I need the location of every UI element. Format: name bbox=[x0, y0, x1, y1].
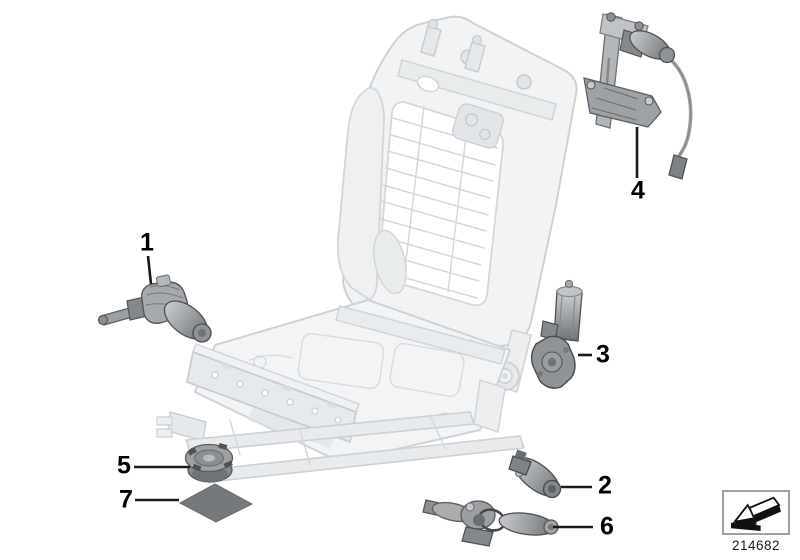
seat-frame-illustration bbox=[156, 15, 578, 483]
callout-7[interactable]: 7 bbox=[119, 485, 133, 514]
leader-lines bbox=[134, 127, 639, 529]
part-1-graphic bbox=[97, 274, 212, 343]
part-2-graphic bbox=[508, 449, 562, 499]
callout-1[interactable]: 1 bbox=[140, 228, 154, 257]
leader-line-1 bbox=[146, 255, 153, 285]
diagram-reference-arrow-icon bbox=[731, 496, 781, 531]
rail-links bbox=[229, 414, 446, 466]
part-3-graphic bbox=[530, 279, 583, 389]
part-6-graphic bbox=[422, 499, 559, 547]
beam-holes bbox=[211, 371, 342, 424]
drawing-number: 214682 bbox=[731, 538, 781, 553]
part-7-graphic bbox=[178, 483, 254, 523]
part-4-graphic bbox=[583, 12, 693, 180]
lumbar-drive bbox=[451, 103, 505, 149]
callout-4[interactable]: 4 bbox=[631, 176, 645, 205]
callout-6[interactable]: 6 bbox=[600, 512, 614, 541]
callout-3[interactable]: 3 bbox=[596, 340, 610, 369]
beam-slots bbox=[221, 362, 337, 409]
headrest-guides bbox=[420, 18, 486, 73]
diagram-reference-box bbox=[722, 490, 790, 535]
callout-5[interactable]: 5 bbox=[117, 451, 131, 480]
part-5-graphic bbox=[184, 443, 234, 483]
callout-2[interactable]: 2 bbox=[598, 471, 612, 500]
